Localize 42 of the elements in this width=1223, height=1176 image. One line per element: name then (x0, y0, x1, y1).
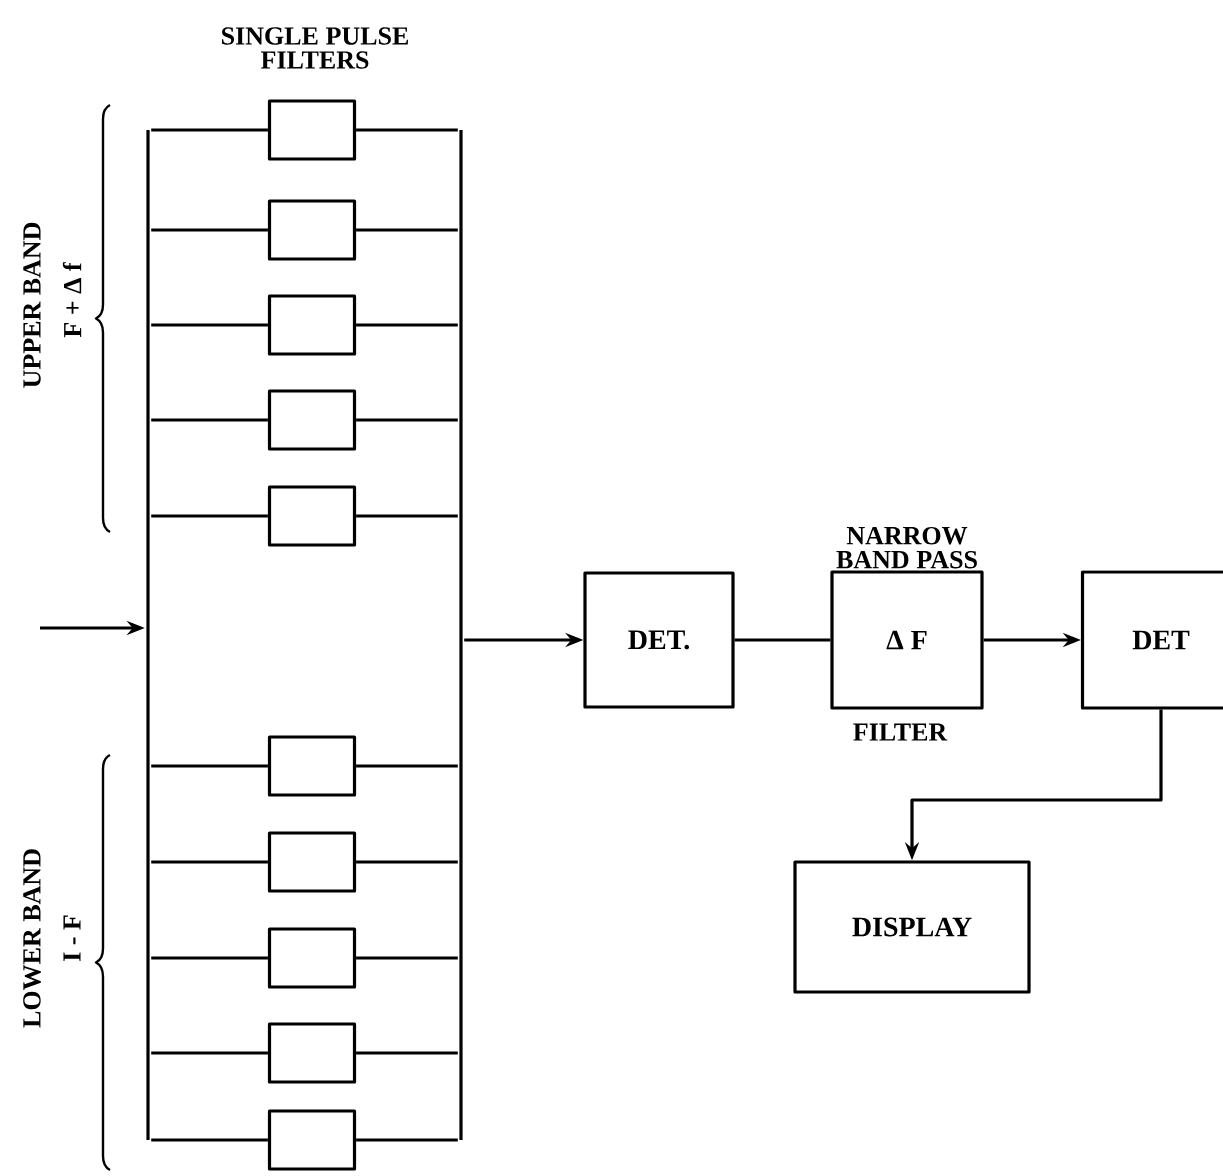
connector-line (151, 418, 268, 422)
connector-line (151, 1138, 268, 1142)
filter-box (267, 485, 357, 547)
band-label: I - F (63, 915, 81, 961)
display-box: DISPLAY (793, 860, 1031, 994)
connector-line (356, 128, 458, 132)
connector-line (151, 764, 268, 768)
connector-line (356, 1138, 458, 1142)
filter-box (267, 1109, 357, 1171)
filter-box (267, 99, 357, 161)
band-label: F + Δ f (62, 262, 82, 338)
filter-box (267, 927, 357, 989)
connector-line (151, 228, 268, 232)
filter-box (267, 294, 357, 356)
filter-box (267, 389, 357, 451)
connector-line (356, 323, 458, 327)
connector-line (151, 514, 268, 518)
connector-line (151, 860, 268, 864)
column-heading: SINGLE PULSE FILTERS (222, 27, 408, 69)
connector-line (151, 1051, 268, 1055)
connector-line (356, 860, 458, 864)
filter-box (267, 199, 357, 261)
connector-line (356, 228, 458, 232)
box-heading: NARROW BAND PASS (836, 526, 977, 569)
connector-line (356, 956, 458, 960)
detector-box: DET (1080, 570, 1223, 710)
band-label: LOWER BAND (23, 849, 41, 1028)
connector-line (356, 764, 458, 768)
connector-line (151, 323, 268, 327)
connector-line (356, 418, 458, 422)
filter-box: Δ F (830, 570, 984, 710)
detector-box: DET. (583, 571, 735, 709)
band-label: UPPER BAND (23, 222, 41, 388)
connector-line (151, 128, 268, 132)
filter-box (267, 831, 357, 893)
box-caption: FILTER (853, 723, 948, 741)
connector-line (734, 638, 831, 642)
connector-line (151, 956, 268, 960)
filter-box (267, 1022, 357, 1084)
connector-line (356, 514, 458, 518)
connector-line (356, 1051, 458, 1055)
filter-box (267, 735, 357, 797)
